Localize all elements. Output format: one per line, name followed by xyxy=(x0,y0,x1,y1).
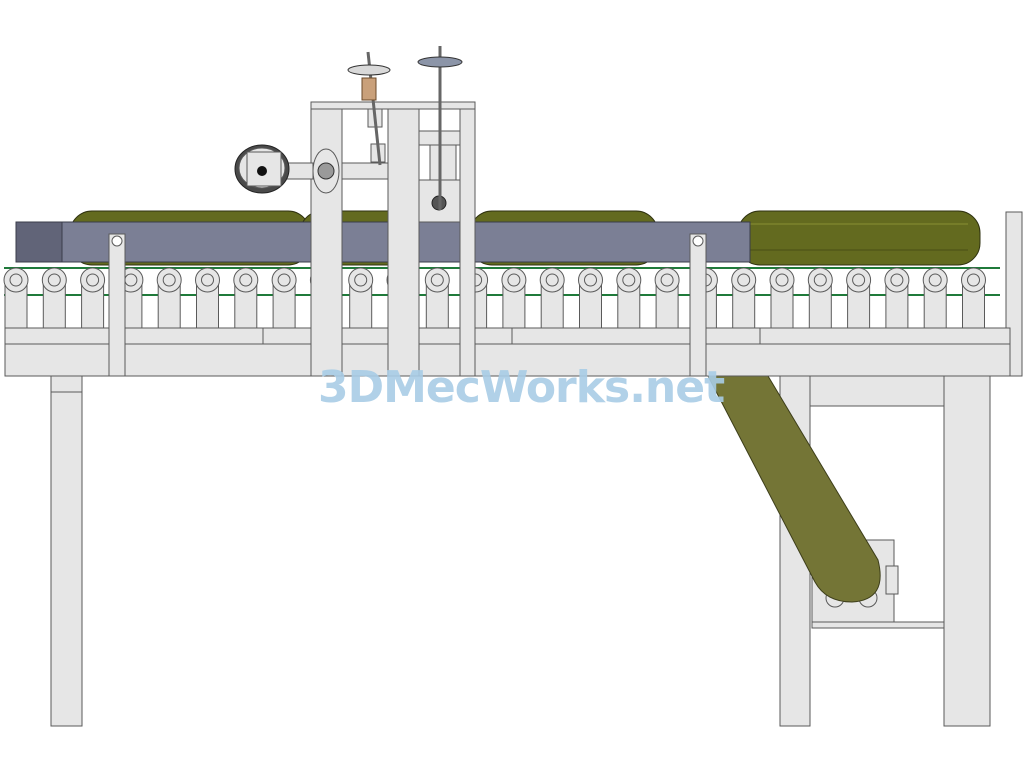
roller xyxy=(922,267,948,293)
roller-axle xyxy=(622,273,636,287)
roller-axle xyxy=(9,273,23,287)
roller xyxy=(846,267,872,293)
guide-post-right xyxy=(689,233,707,377)
roller xyxy=(769,267,795,293)
roller-axle xyxy=(162,273,176,287)
handwheel-right xyxy=(417,56,463,68)
roller xyxy=(156,267,182,293)
roller xyxy=(654,267,680,293)
conveyor-rollers xyxy=(3,267,1000,329)
roller xyxy=(3,267,29,293)
roller-axle xyxy=(545,273,559,287)
roller-axle xyxy=(430,273,444,287)
handwheel-left xyxy=(347,64,391,76)
leg-left-cap xyxy=(50,375,83,393)
guide-beam-body xyxy=(15,221,751,263)
leg-left xyxy=(50,375,83,727)
roller xyxy=(884,267,910,293)
guide-post-bolt xyxy=(111,235,123,247)
roller xyxy=(961,267,986,293)
roller-axle xyxy=(890,273,904,287)
roller-axle xyxy=(852,273,866,287)
adjustment-tower xyxy=(234,101,476,377)
roller-axle xyxy=(775,273,789,287)
product-4 xyxy=(737,210,981,266)
guide-post-bolt xyxy=(692,235,704,247)
roller xyxy=(271,267,297,293)
lead-screw-guard xyxy=(429,144,457,184)
roller-axle xyxy=(277,273,291,287)
roller-axle xyxy=(507,273,521,287)
roller-axle xyxy=(967,273,980,287)
tower-top-plate xyxy=(310,101,476,110)
roller xyxy=(731,267,757,293)
roller xyxy=(348,267,374,293)
roller-axle xyxy=(201,273,214,287)
tower-post-middle xyxy=(387,108,420,377)
roller xyxy=(539,267,565,293)
inclined-conveyor xyxy=(707,375,881,603)
conveyor-frame xyxy=(4,233,1011,377)
roller-axle xyxy=(928,273,942,287)
roller xyxy=(578,267,603,293)
roller xyxy=(41,267,67,293)
guide-beam xyxy=(15,211,1023,377)
roller-axle xyxy=(354,273,368,287)
roller-axle xyxy=(239,273,253,287)
frame-top-rail xyxy=(4,327,1011,345)
watermark-text: 3DMecWorks.net xyxy=(318,362,725,413)
motor-end-cap xyxy=(885,565,899,595)
tower-post-right xyxy=(459,108,476,377)
guide-post-left xyxy=(108,233,126,377)
leg-crossbar xyxy=(809,375,945,407)
roller xyxy=(501,267,527,293)
motor-shelf xyxy=(811,621,945,629)
roller xyxy=(807,267,833,293)
leg-right xyxy=(943,375,991,727)
frame-side-rail xyxy=(4,343,1011,377)
spring-left xyxy=(361,77,377,101)
roller-axle xyxy=(737,273,751,287)
roller xyxy=(233,267,259,293)
roller-axle xyxy=(660,273,674,287)
inclined-belt xyxy=(707,375,881,603)
flange-bearing-bore xyxy=(317,162,335,180)
roller-axle xyxy=(47,273,61,287)
roller-axle xyxy=(584,273,597,287)
roller-axle xyxy=(86,273,100,287)
tower-arm xyxy=(341,162,389,180)
roller xyxy=(195,267,220,293)
roller xyxy=(616,267,642,293)
roller-axle xyxy=(813,273,827,287)
pressure-roller-axle xyxy=(257,166,267,176)
guide-beam-end xyxy=(15,221,63,263)
roller xyxy=(424,267,450,293)
roller xyxy=(80,267,106,293)
handwheels xyxy=(347,46,463,210)
